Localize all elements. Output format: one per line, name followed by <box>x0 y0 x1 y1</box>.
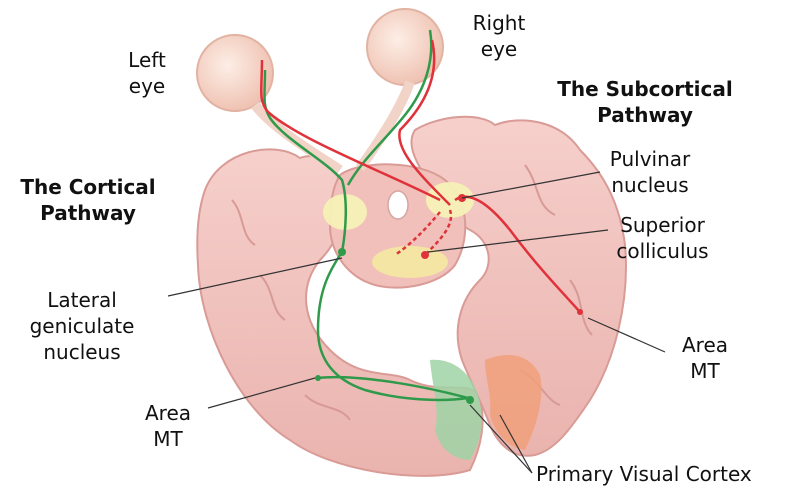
v1-synapse <box>466 396 474 404</box>
primary-visual-cortex-label: Primary Visual Cortex <box>536 461 752 487</box>
cortical-pathway-title: The Cortical Pathway <box>8 174 168 226</box>
mt-left-synapse <box>315 375 321 381</box>
right-optic-nerve <box>360 82 410 168</box>
third-ventricle <box>388 191 408 219</box>
sc-synapse <box>421 251 429 259</box>
lgn-synapse <box>338 248 346 256</box>
subcortical-pathway-title: The Subcortical Pathway <box>535 76 755 128</box>
mt-right-synapse <box>577 309 583 315</box>
